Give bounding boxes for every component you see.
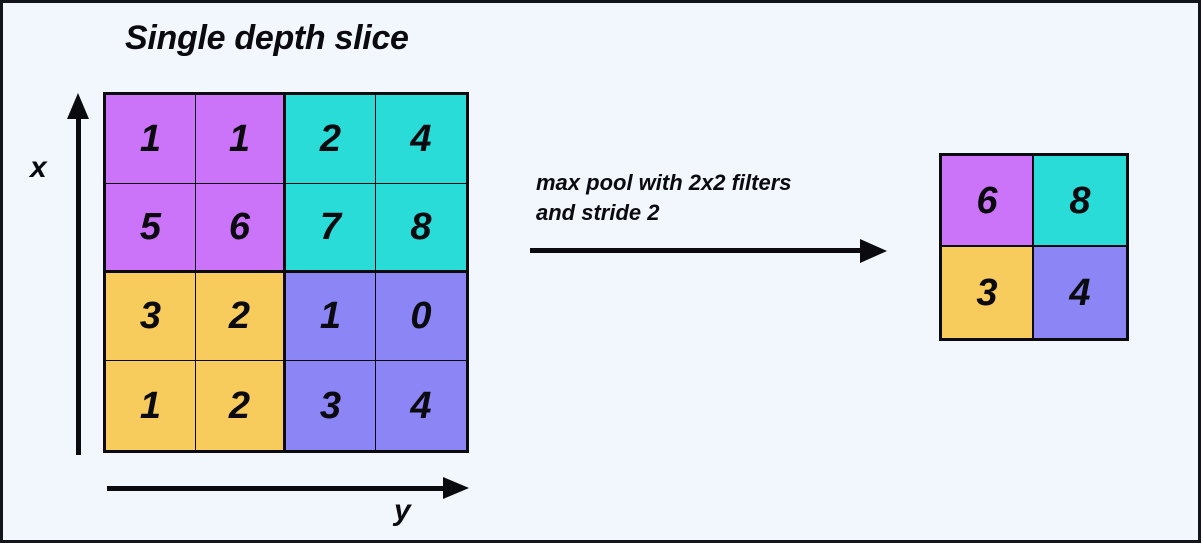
cell-value: 4 [410, 384, 432, 427]
page-title: Single depth slice [125, 19, 409, 57]
pool-operation-caption: max pool with 2x2 filters and stride 2 [536, 168, 896, 229]
cell-value: 1 [319, 295, 342, 338]
cell-value: 4 [410, 117, 432, 160]
grid-cell: 7 [286, 183, 376, 273]
cell-value: 4 [1069, 271, 1091, 314]
grid-cell: 1 [106, 95, 196, 184]
cell-value: 8 [1069, 179, 1091, 222]
x-axis-label: x [30, 151, 47, 184]
y-axis-arrow [107, 477, 469, 499]
cell-value: 0 [410, 295, 432, 338]
cell-value: 8 [410, 205, 432, 248]
cell-value: 3 [319, 384, 342, 427]
y-axis-line [107, 486, 447, 491]
cell-value: 2 [228, 295, 251, 338]
grid-cell: 1 [196, 95, 286, 184]
grid-cell: 1 [286, 272, 376, 362]
cell-value: 1 [139, 384, 162, 427]
x-axis-arrow [67, 93, 89, 455]
x-axis-line [76, 115, 81, 455]
grid-cell: 6 [942, 156, 1034, 247]
grid-cell: 3 [286, 361, 376, 450]
grid-cell: 4 [376, 95, 466, 184]
grid-cell: 3 [942, 247, 1034, 338]
cell-value: 2 [228, 384, 251, 427]
grid-cell: 2 [196, 361, 286, 450]
arrow-line [530, 248, 863, 253]
cell-value: 5 [139, 205, 162, 248]
pool-transform-arrow [530, 239, 890, 263]
grid-cell: 8 [1034, 156, 1126, 247]
cell-value: 6 [228, 205, 251, 248]
grid-cell: 2 [196, 272, 286, 362]
grid-cell: 5 [106, 183, 196, 273]
cell-value: 6 [976, 179, 998, 222]
grid-cell: 2 [286, 95, 376, 184]
right-arrow-icon [860, 239, 887, 263]
cell-value: 7 [319, 205, 342, 248]
cell-value: 3 [976, 271, 998, 314]
cell-value: 1 [228, 117, 251, 160]
pooled-feature-map: 6 8 3 4 [939, 153, 1129, 341]
grid-cell: 1 [106, 361, 196, 450]
grid-cell: 0 [376, 272, 466, 362]
pool-caption-line-2: and stride 2 [536, 200, 660, 226]
up-arrow-icon [67, 93, 89, 119]
cell-value: 2 [319, 117, 342, 160]
grid-cell: 4 [1034, 247, 1126, 338]
cell-value: 1 [139, 117, 162, 160]
cell-value: 3 [139, 295, 162, 338]
grid-cell: 3 [106, 272, 196, 362]
grid-cell: 8 [376, 183, 466, 273]
right-arrow-icon [443, 477, 469, 499]
grid-cell: 6 [196, 183, 286, 273]
pool-caption-line-1: max pool with 2x2 filters [536, 170, 792, 195]
grid-cell: 4 [376, 361, 466, 450]
input-feature-map: 1 1 2 4 5 6 7 8 3 2 1 0 1 2 3 4 [103, 92, 469, 453]
y-axis-label: y [394, 494, 411, 527]
